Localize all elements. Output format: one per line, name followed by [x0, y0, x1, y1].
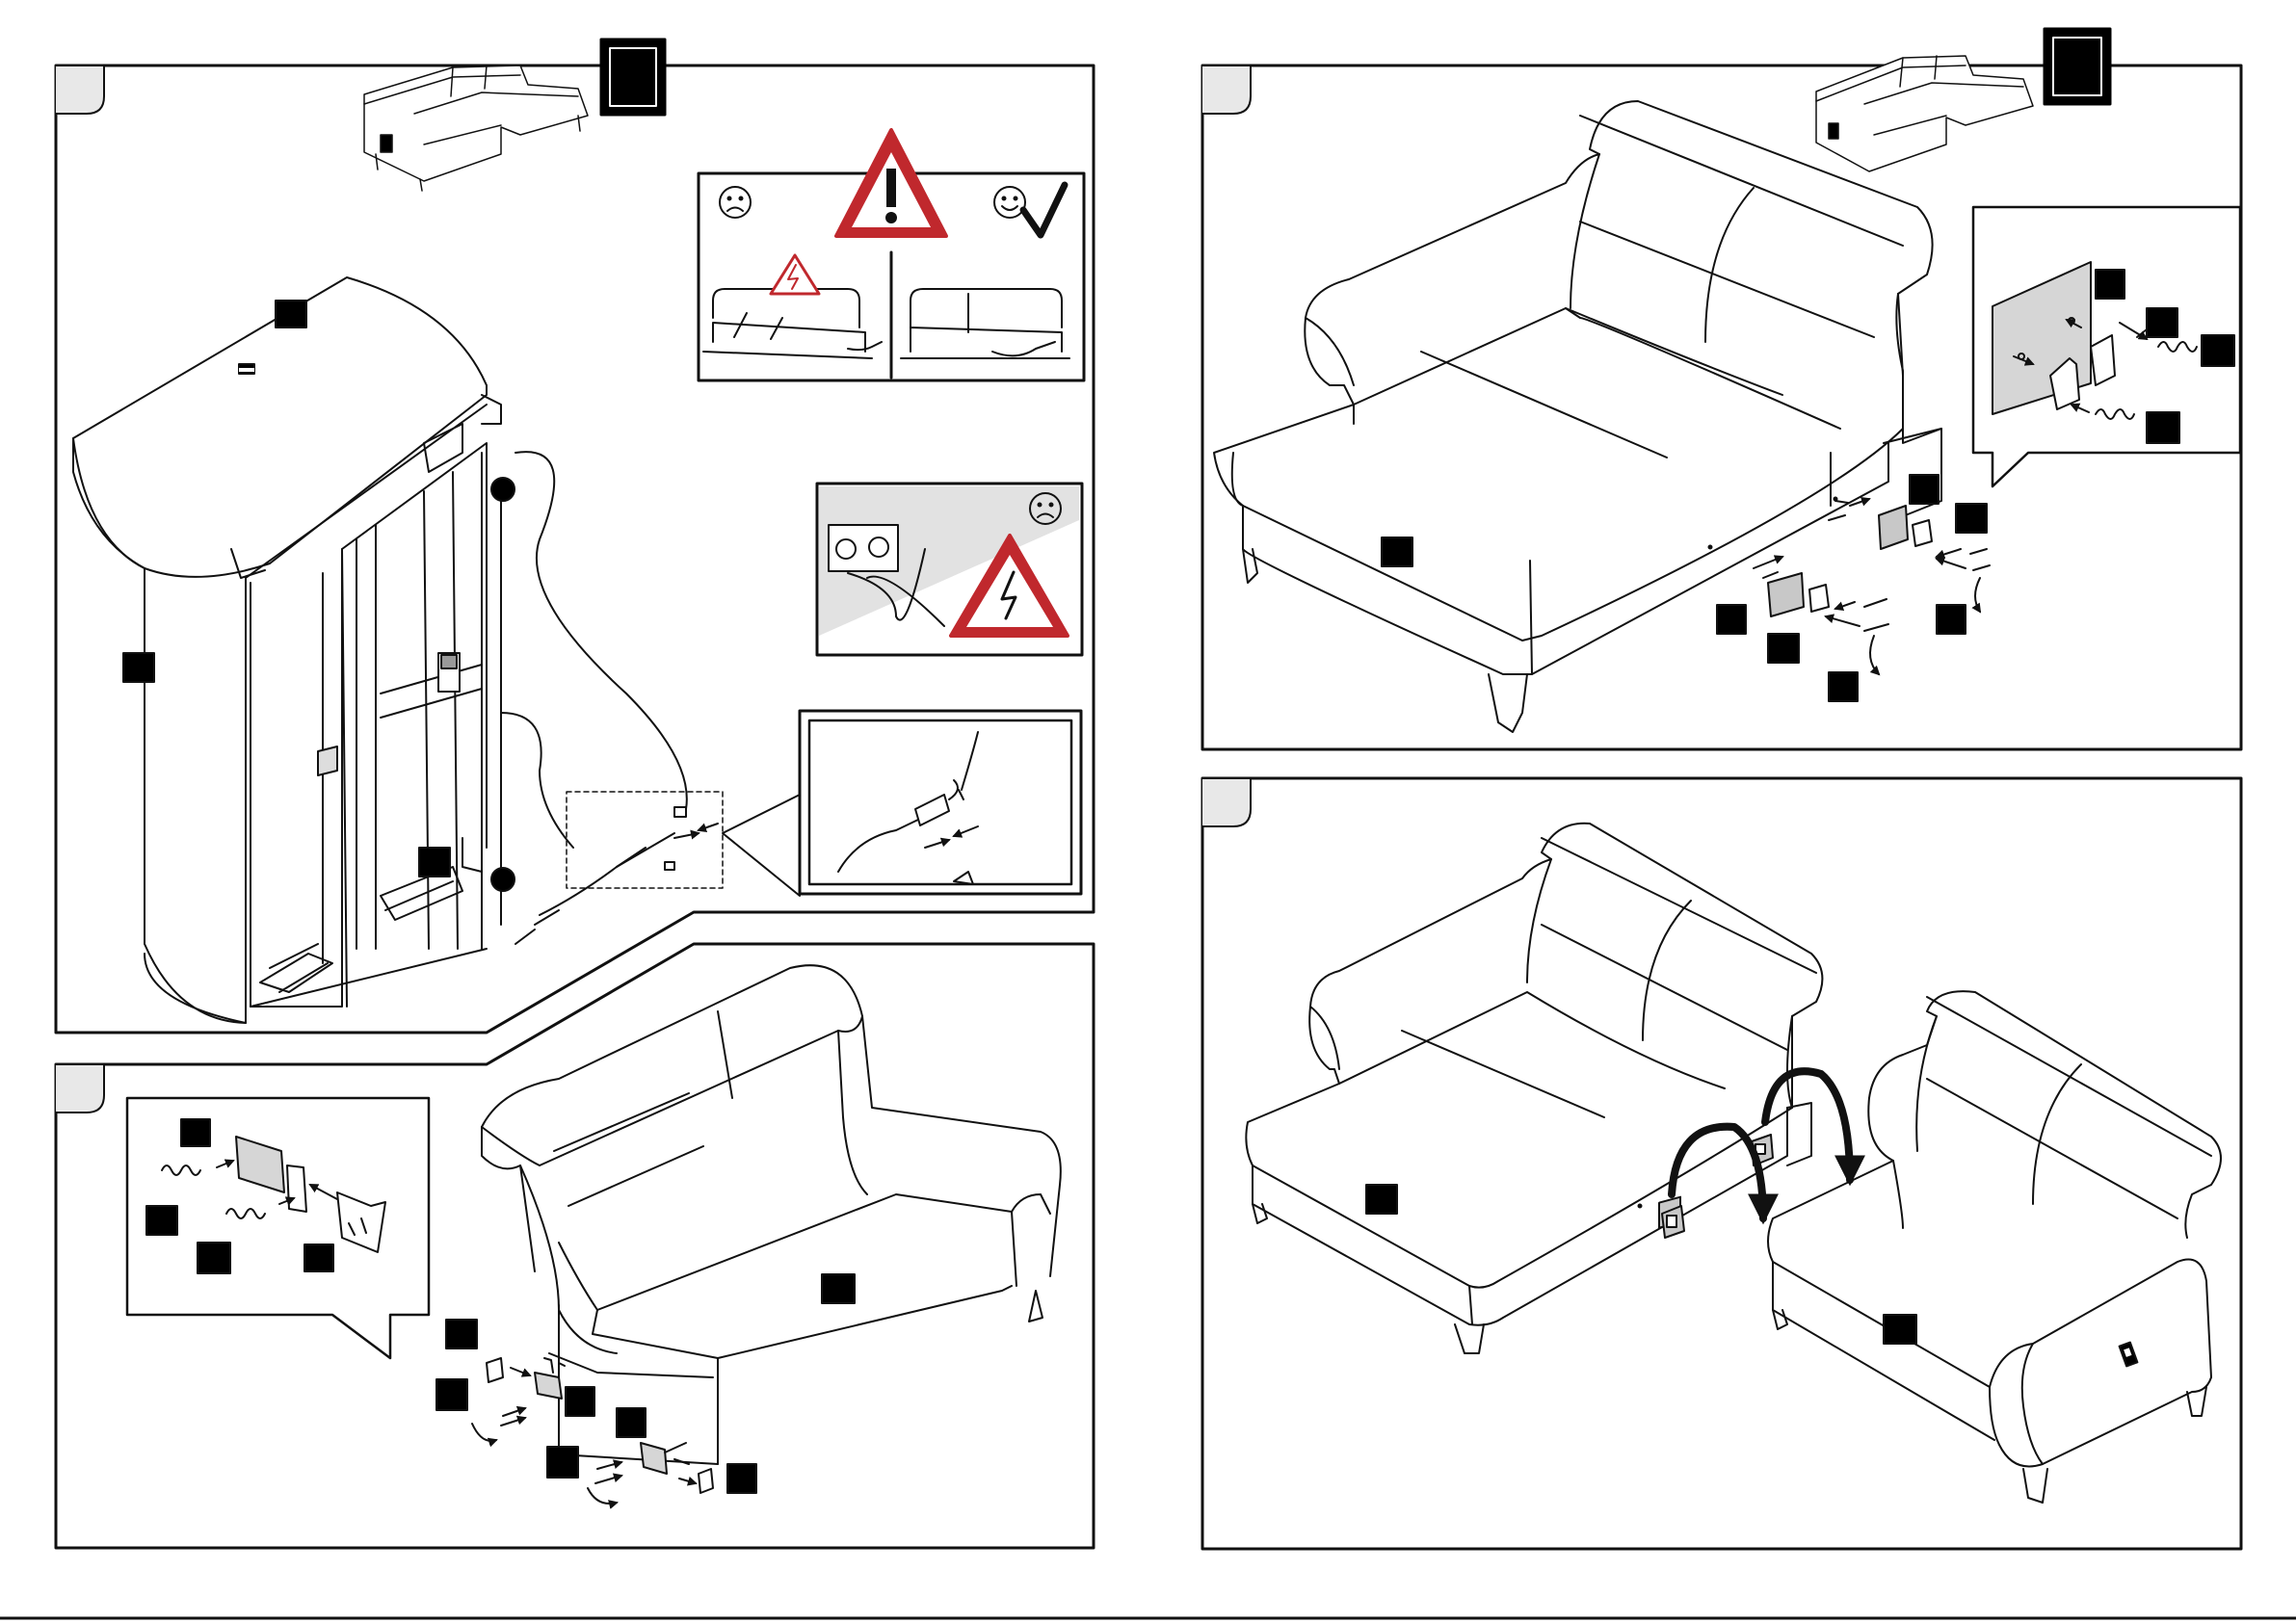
rotate-arrow-icon: [472, 1424, 496, 1441]
sofa-thumbnail: [364, 65, 588, 191]
spring-icon: [162, 1165, 200, 1175]
connector-zoom-box: [800, 711, 1081, 894]
panel-step-2: [56, 944, 1094, 1548]
electric-hazard-icon: [771, 255, 819, 294]
spring-icon: [2158, 342, 2197, 352]
callout-label: [822, 1274, 855, 1303]
connect-arrow: [1765, 1071, 1850, 1180]
callout-label: [276, 301, 306, 327]
sofa-corner-module: [1768, 991, 2221, 1503]
callout-label: [123, 653, 154, 682]
sofa-thumbnail: [1816, 56, 2033, 171]
step-number-tab: [1202, 778, 1251, 826]
bracket-icon: [337, 1192, 385, 1252]
spring-icon: [2096, 409, 2134, 419]
screw-icon: [1864, 599, 1888, 631]
spring-icon: [226, 1209, 265, 1218]
sofa-chaise-module: [1214, 101, 1941, 732]
bracket-detail-bubble: [1973, 207, 2240, 486]
screw-icon: [503, 1408, 525, 1416]
sofa-end-mechanism: [73, 277, 687, 1023]
sofa-chaise-module: [1246, 824, 1822, 1353]
connector-detail-frame: [567, 792, 723, 888]
step-badge: [2045, 29, 2110, 104]
unplug-warning-box: [699, 130, 1084, 380]
panel-step-1: [56, 39, 1094, 1033]
rotate-arrow-icon: [1870, 636, 1879, 674]
step-number-tab: [1202, 65, 1251, 114]
socket-warning-box: [817, 484, 1082, 655]
happy-face-icon: [994, 187, 1025, 218]
panel-step-4: [1202, 778, 2241, 1549]
panel-step-3: [1202, 29, 2241, 749]
step-number-tab: [56, 65, 104, 114]
step-number-tab: [56, 1064, 104, 1113]
sad-face-icon: [720, 187, 751, 218]
callout-label: [419, 848, 450, 877]
check-mark-icon: [1023, 185, 1065, 235]
